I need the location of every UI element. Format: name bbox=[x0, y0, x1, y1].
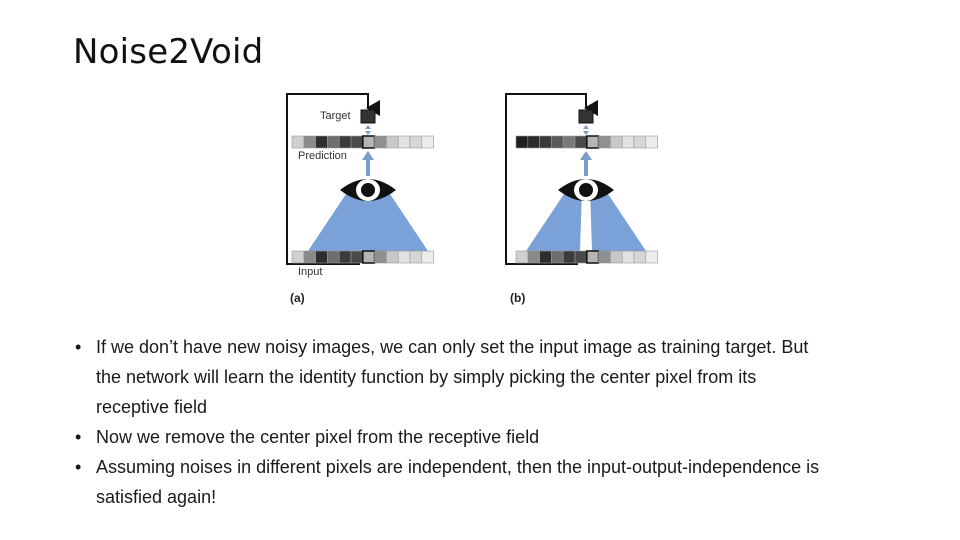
pixel-cell bbox=[351, 136, 363, 148]
pixel-cell bbox=[375, 136, 387, 148]
prediction-label: Prediction bbox=[298, 150, 347, 162]
pixel-cell bbox=[516, 251, 528, 263]
pixel-cell bbox=[551, 136, 563, 148]
panel-a bbox=[287, 94, 434, 264]
input-strip-a bbox=[292, 251, 434, 263]
pixel-cell bbox=[339, 136, 351, 148]
page-title: Noise2Void bbox=[73, 32, 263, 72]
pixel-cell bbox=[610, 136, 622, 148]
pixel-cell bbox=[327, 136, 339, 148]
prediction-strip-b bbox=[516, 136, 658, 148]
pixel-cell bbox=[386, 136, 398, 148]
compare-arrow-a bbox=[365, 125, 371, 135]
pixel-cell bbox=[634, 251, 646, 263]
pixel-cell bbox=[646, 251, 658, 263]
pixel-cell bbox=[363, 251, 375, 263]
bullet-list: If we don’t have new noisy images, we ca… bbox=[72, 332, 832, 512]
pixel-cell bbox=[363, 136, 375, 148]
pixel-cell bbox=[610, 251, 622, 263]
panel-b bbox=[506, 94, 658, 264]
prediction-strip-a bbox=[292, 136, 434, 148]
pixel-cell bbox=[599, 251, 611, 263]
pixel-cell bbox=[563, 136, 575, 148]
pixel-cell bbox=[587, 251, 599, 263]
pixel-cell bbox=[575, 251, 587, 263]
pixel-cell bbox=[386, 251, 398, 263]
compare-arrow-b bbox=[583, 125, 589, 135]
pixel-cell bbox=[304, 251, 316, 263]
pixel-cell bbox=[622, 136, 634, 148]
pixel-cell bbox=[540, 136, 552, 148]
pixel-cell bbox=[316, 136, 328, 148]
input-label: Input bbox=[298, 266, 322, 278]
target-pixel-a bbox=[361, 110, 375, 123]
pixel-cell bbox=[516, 136, 528, 148]
input-strip-b bbox=[516, 251, 658, 263]
pixel-cell bbox=[398, 136, 410, 148]
bullet-item-1: If we don’t have new noisy images, we ca… bbox=[72, 332, 832, 422]
bullet-item-2: Now we remove the center pixel from the … bbox=[72, 422, 832, 452]
pixel-cell bbox=[540, 251, 552, 263]
pixel-cell bbox=[304, 136, 316, 148]
pixel-cell bbox=[292, 136, 304, 148]
bullet-item-3: Assuming noises in different pixels are … bbox=[72, 452, 832, 512]
noise2void-figure: Target Prediction Input (a) (b) bbox=[280, 88, 670, 313]
blue-arrow-a bbox=[362, 151, 374, 176]
pixel-cell bbox=[528, 136, 540, 148]
pixel-cell bbox=[316, 251, 328, 263]
target-label: Target bbox=[320, 110, 351, 122]
pixel-cell bbox=[327, 251, 339, 263]
blue-arrow-b bbox=[580, 151, 592, 176]
pixel-cell bbox=[339, 251, 351, 263]
pixel-cell bbox=[587, 136, 599, 148]
pixel-cell bbox=[292, 251, 304, 263]
pixel-cell bbox=[622, 251, 634, 263]
pixel-cell bbox=[410, 251, 422, 263]
pixel-cell bbox=[422, 251, 434, 263]
pixel-cell bbox=[551, 251, 563, 263]
panel-a-label: (a) bbox=[290, 291, 305, 305]
pixel-cell bbox=[563, 251, 575, 263]
pixel-cell bbox=[422, 136, 434, 148]
pixel-cell bbox=[599, 136, 611, 148]
pixel-cell bbox=[528, 251, 540, 263]
pixel-cell bbox=[351, 251, 363, 263]
pixel-cell bbox=[398, 251, 410, 263]
pixel-cell bbox=[375, 251, 387, 263]
pixel-cell bbox=[646, 136, 658, 148]
panel-b-label: (b) bbox=[510, 291, 525, 305]
pixel-cell bbox=[410, 136, 422, 148]
pixel-cell bbox=[634, 136, 646, 148]
pixel-cell bbox=[575, 136, 587, 148]
target-pixel-b bbox=[579, 110, 593, 123]
